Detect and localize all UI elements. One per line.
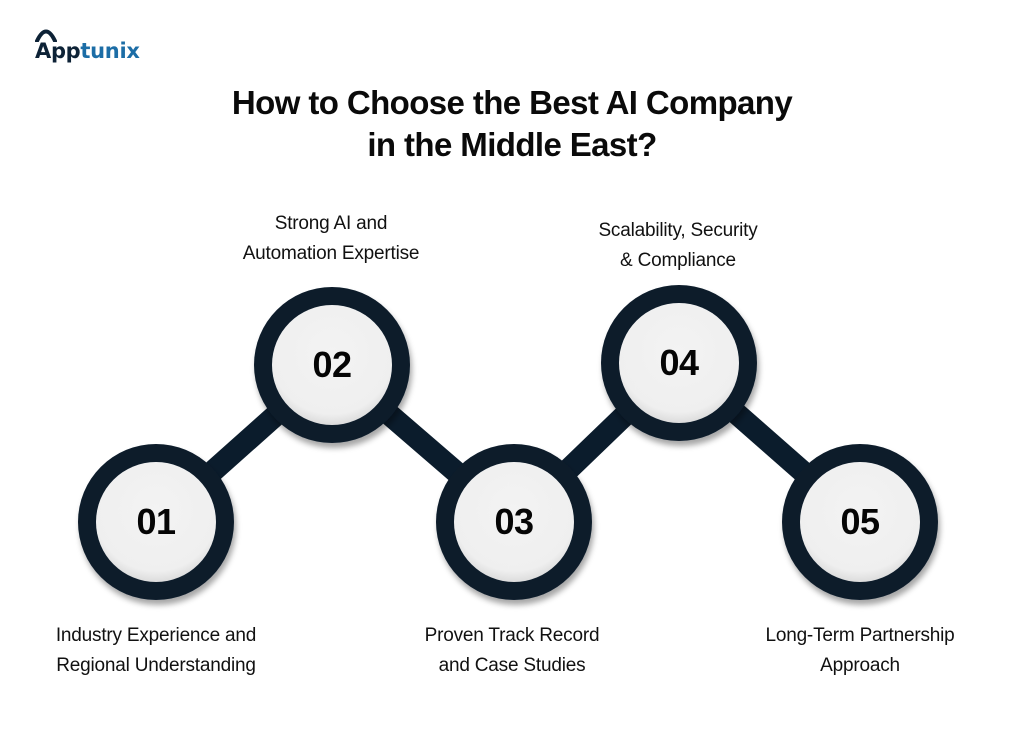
logo-text-dark: App — [35, 39, 81, 63]
step-label-03-line-1: Proven Track Record — [424, 625, 600, 646]
step-label-05: Long-Term Partnership Approach — [710, 621, 1010, 681]
step-label-03: Proven Track Record and Case Studies — [362, 621, 662, 681]
step-circle-03 — [436, 444, 592, 600]
step-number-05: 05 — [840, 501, 880, 542]
step-label-04-line-2: & Compliance — [620, 250, 736, 271]
logo-arc-icon — [35, 29, 57, 42]
step-label-03-line-2: and Case Studies — [438, 655, 586, 676]
step-label-01: Industry Experience and Regional Underst… — [6, 621, 306, 681]
brand-logo: Apptunix — [35, 28, 140, 62]
step-number-04: 04 — [659, 342, 699, 383]
step-label-01-line-2: Regional Understanding — [56, 655, 256, 676]
step-circle-04 — [601, 285, 757, 441]
step-label-04-line-1: Scalability, Security — [598, 220, 758, 241]
step-label-01-line-1: Industry Experience and — [55, 625, 257, 646]
step-number-01: 01 — [136, 501, 176, 542]
step-label-02-line-2: Automation Expertise — [242, 243, 420, 264]
step-number-03: 03 — [494, 501, 534, 542]
step-label-02-line-1: Strong AI and — [274, 213, 388, 234]
step-label-04: Scalability, Security & Compliance — [528, 216, 828, 276]
step-circle-01 — [78, 444, 234, 600]
title-line-1: How to Choose the Best AI Company — [231, 84, 793, 121]
page-title: How to Choose the Best AI Company in the… — [0, 82, 1024, 166]
step-label-05-line-1: Long-Term Partnership — [765, 625, 955, 646]
step-circle-02 — [254, 287, 410, 443]
step-circle-05 — [782, 444, 938, 600]
step-number-02: 02 — [312, 344, 352, 385]
logo-text-light: tunix — [80, 39, 140, 63]
title-line-2: in the Middle East? — [367, 126, 657, 163]
step-label-05-line-2: Approach — [820, 655, 900, 676]
step-label-02: Strong AI and Automation Expertise — [181, 209, 481, 269]
